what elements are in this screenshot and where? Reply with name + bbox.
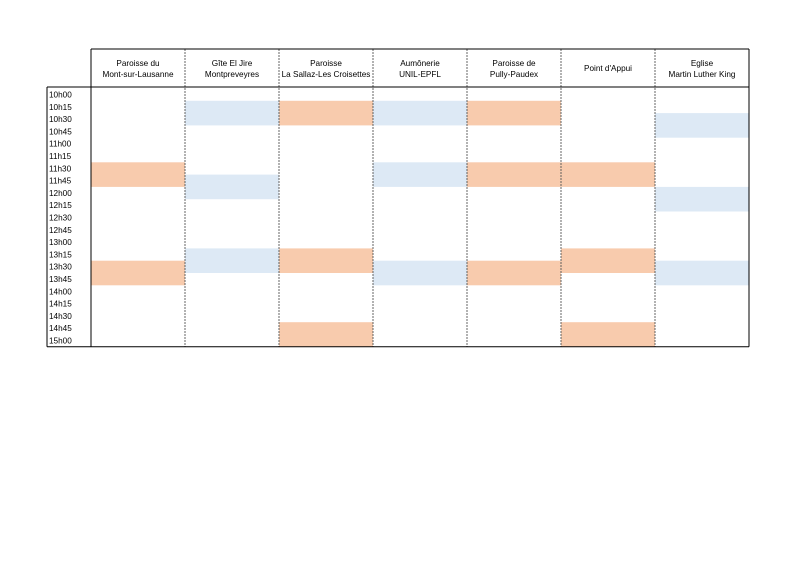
- time-block-peach: [561, 248, 655, 273]
- time-block-blue: [655, 260, 749, 286]
- time-label: 14h00: [49, 287, 72, 296]
- time-block-peach: [467, 100, 561, 126]
- time-label: 10h00: [49, 91, 72, 100]
- time-label: 14h30: [49, 312, 72, 321]
- time-label: 14h45: [49, 324, 72, 333]
- column-header-line2: Pully-Paudex: [490, 70, 538, 79]
- column-header-line1: Aumônerie: [400, 59, 440, 68]
- column-header-line2: UNIL-EPFL: [399, 70, 441, 79]
- time-block-peach: [561, 162, 655, 187]
- time-block-peach: [91, 260, 185, 286]
- time-label: 11h45: [49, 177, 72, 186]
- time-block-peach: [467, 162, 561, 187]
- column-header-line2: Mont-sur-Lausanne: [103, 70, 174, 79]
- time-block-blue: [373, 260, 467, 286]
- time-label: 10h45: [49, 127, 72, 136]
- time-label: 12h30: [49, 214, 72, 223]
- time-block-peach: [279, 100, 373, 126]
- time-label: 12h45: [49, 226, 72, 235]
- time-label: 11h15: [49, 152, 72, 161]
- column-header-line1: Paroisse: [310, 59, 342, 68]
- time-label: 13h15: [49, 250, 72, 259]
- time-block-blue: [185, 248, 279, 273]
- time-label: 12h15: [49, 201, 72, 210]
- time-block-peach: [561, 322, 655, 347]
- column-header-line2: Montpreveyres: [205, 70, 259, 79]
- time-block-blue: [185, 174, 279, 200]
- column-header-line1: Paroisse du: [116, 59, 160, 68]
- time-block-peach: [91, 162, 185, 187]
- column-header-line1: Point d'Appui: [584, 64, 632, 73]
- column-header-line1: Paroisse de: [492, 59, 536, 68]
- time-label: 14h15: [49, 300, 72, 309]
- time-label: 13h30: [49, 263, 72, 272]
- column-header-line2: Martin Luther King: [669, 70, 736, 79]
- time-label: 11h00: [49, 140, 72, 149]
- time-label: 15h00: [49, 337, 72, 346]
- time-block-peach: [467, 260, 561, 286]
- time-label: 10h30: [49, 115, 72, 124]
- time-block-blue: [373, 162, 467, 187]
- time-label: 13h45: [49, 275, 72, 284]
- time-label: 12h00: [49, 189, 72, 198]
- column-header-line1: Eglise: [691, 59, 714, 68]
- time-block-blue: [373, 100, 467, 126]
- time-block-blue: [655, 113, 749, 138]
- column-header-line2: La Sallaz-Les Croisettes: [282, 70, 371, 79]
- time-block-blue: [185, 100, 279, 126]
- time-label: 13h00: [49, 238, 72, 247]
- time-label: 11h30: [49, 164, 72, 173]
- time-block-peach: [279, 322, 373, 347]
- time-block-peach: [279, 248, 373, 273]
- time-label: 10h15: [49, 103, 72, 112]
- column-header-line1: Gîte El Jire: [212, 59, 253, 68]
- time-block-blue: [655, 186, 749, 212]
